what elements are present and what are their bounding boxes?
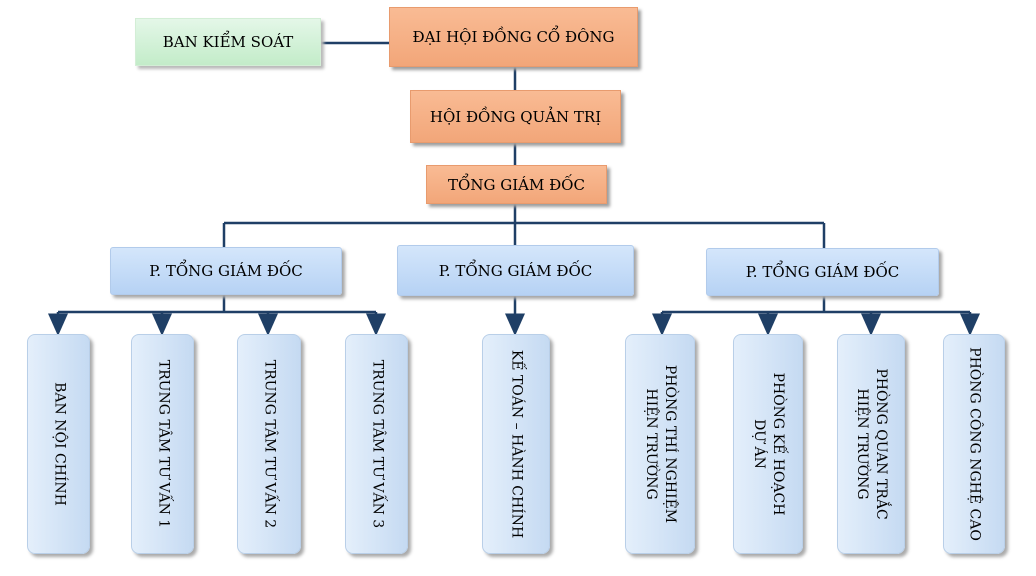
deputy-ceo-box-2: P. TỔNG GIÁM ĐỐC bbox=[397, 245, 634, 296]
shareholders-meeting-label: ĐẠI HỘI ĐỒNG CỔ ĐÔNG bbox=[412, 28, 615, 46]
unit-label-line: KẾ TOÁN – HÀNH CHÍNH bbox=[508, 349, 525, 539]
deputy-ceo-box-1: P. TỔNG GIÁM ĐỐC bbox=[110, 247, 342, 295]
unit-box-project-planning: PHÒNG KẾ HOẠCH DỰ ÁN bbox=[733, 334, 803, 554]
unit-label-line: TRUNG TÂM TƯ VẤN 1 bbox=[155, 359, 171, 529]
unit-label-line: HIỆN TRƯỜNG bbox=[854, 388, 870, 500]
unit-box-consulting-center-3: TRUNG TÂM TƯ VẤN 3 bbox=[345, 334, 408, 554]
unit-box-consulting-center-1: TRUNG TÂM TƯ VẤN 1 bbox=[131, 334, 194, 554]
board-of-directors-box: HỘI ĐỒNG QUẢN TRỊ bbox=[410, 90, 621, 143]
supervisory-board-box: BAN KIỂM SOÁT bbox=[135, 18, 321, 66]
unit-box-field-monitoring: PHÒNG QUAN TRẮC HIỆN TRƯỜNG bbox=[837, 334, 905, 554]
shareholders-meeting-box: ĐẠI HỘI ĐỒNG CỔ ĐÔNG bbox=[389, 7, 638, 67]
deputy-ceo-label: P. TỔNG GIÁM ĐỐC bbox=[149, 262, 303, 280]
unit-label-line: PHÒNG KẾ HOẠCH bbox=[770, 372, 786, 516]
board-of-directors-label: HỘI ĐỒNG QUẢN TRỊ bbox=[429, 107, 602, 126]
unit-label-line: HIỆN TRƯỜNG bbox=[643, 388, 659, 500]
unit-label-line: DỰ ÁN bbox=[751, 419, 767, 469]
unit-box-consulting-center-2: TRUNG TÂM TƯ VẤN 2 bbox=[237, 334, 301, 554]
deputy-ceo-label: P. TỔNG GIÁM ĐỐC bbox=[745, 263, 900, 281]
unit-label-line: PHÒNG QUAN TRẮC bbox=[873, 368, 889, 520]
unit-label-line: BAN NỘI CHÍNH bbox=[51, 382, 67, 506]
unit-label-line: PHÒNG CÔNG NGHỆ CAO bbox=[966, 347, 983, 541]
unit-box-accounting-admin: KẾ TOÁN – HÀNH CHÍNH bbox=[482, 334, 550, 554]
unit-label-line: TRUNG TÂM TƯ VẤN 2 bbox=[261, 359, 278, 529]
deputy-ceo-box-3: P. TỔNG GIÁM ĐỐC bbox=[706, 248, 939, 296]
unit-label-line: TRUNG TÂM TƯ VẤN 3 bbox=[369, 359, 385, 529]
unit-box-high-technology: PHÒNG CÔNG NGHỆ CAO bbox=[943, 334, 1005, 554]
unit-box-field-lab: PHÒNG THÍ NGHIỆM HIỆN TRƯỜNG bbox=[625, 334, 695, 554]
ceo-box: TỔNG GIÁM ĐỐC bbox=[426, 165, 607, 204]
ceo-label: TỔNG GIÁM ĐỐC bbox=[448, 175, 585, 194]
supervisory-board-label: BAN KIỂM SOÁT bbox=[162, 33, 294, 51]
unit-box-internal-affairs: BAN NỘI CHÍNH bbox=[27, 334, 90, 554]
unit-label-line: PHÒNG THÍ NGHIỆM bbox=[662, 364, 678, 524]
deputy-ceo-label: P. TỔNG GIÁM ĐỐC bbox=[438, 261, 593, 280]
